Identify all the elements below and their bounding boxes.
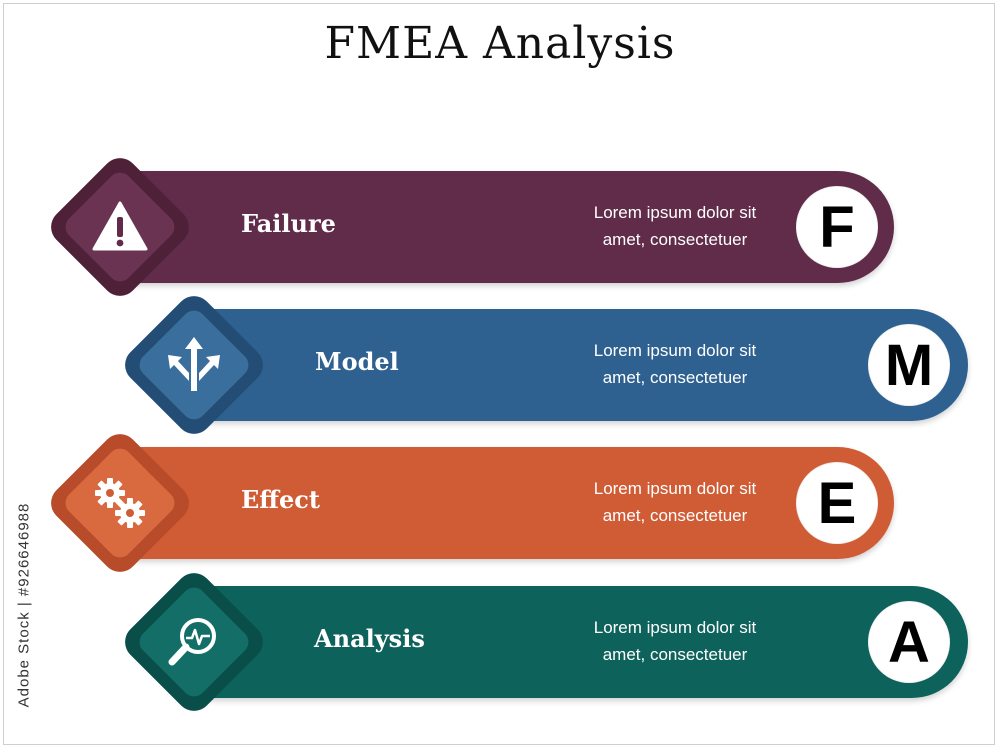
row-description: Lorem ipsum dolor sit amet, consectetuer xyxy=(560,199,790,253)
row-label: Analysis xyxy=(314,624,425,653)
row-failure: Failure Lorem ipsum dolor sit amet, cons… xyxy=(0,150,1000,304)
page-title: FMEA Analysis xyxy=(324,18,676,69)
gears-icon xyxy=(95,478,145,528)
stock-id-text: Adobe Stock | #926646988 xyxy=(15,502,33,708)
warning-icon xyxy=(92,201,148,251)
row-effect: Effect Lorem ipsum dolor sit amet, conse… xyxy=(0,426,1000,580)
band-effect xyxy=(110,447,894,559)
row-description: Lorem ipsum dolor sit amet, consectetuer xyxy=(560,475,790,529)
band-model xyxy=(184,309,968,421)
row-label: Failure xyxy=(241,209,336,238)
diamond-effect xyxy=(43,426,197,580)
stock-id-watermark: Adobe Stock | #926646988 xyxy=(4,502,44,708)
letter-circle: E xyxy=(796,462,878,544)
row-model: Model Lorem ipsum dolor sit amet, consec… xyxy=(0,288,1000,442)
letter-circle: F xyxy=(796,186,878,268)
row-description: Lorem ipsum dolor sit amet, consectetuer xyxy=(560,614,790,668)
desc-line: amet, consectetuer xyxy=(602,506,748,525)
desc-line: Lorem ipsum dolor sit xyxy=(593,341,757,360)
diamond-failure xyxy=(43,150,197,304)
row-label: Model xyxy=(315,347,399,376)
desc-line: Lorem ipsum dolor sit xyxy=(593,618,757,637)
letter-circle: M xyxy=(868,324,950,406)
page-frame xyxy=(3,3,995,745)
split-arrows-icon xyxy=(168,337,220,391)
row-analysis: Analysis Lorem ipsum dolor sit amet, con… xyxy=(0,565,1000,719)
desc-line: amet, consectetuer xyxy=(602,230,748,249)
band-failure xyxy=(110,171,894,283)
desc-line: amet, consectetuer xyxy=(602,645,748,664)
desc-line: Lorem ipsum dolor sit xyxy=(593,479,757,498)
diamond-model xyxy=(117,288,271,442)
row-label: Effect xyxy=(241,485,320,514)
desc-line: Lorem ipsum dolor sit xyxy=(593,203,757,222)
magnifier-pulse-icon xyxy=(168,618,216,666)
diamond-analysis xyxy=(117,565,271,719)
row-description: Lorem ipsum dolor sit amet, consectetuer xyxy=(560,337,790,391)
desc-line: amet, consectetuer xyxy=(602,368,748,387)
letter-circle: A xyxy=(868,601,950,683)
band-analysis xyxy=(184,586,968,698)
